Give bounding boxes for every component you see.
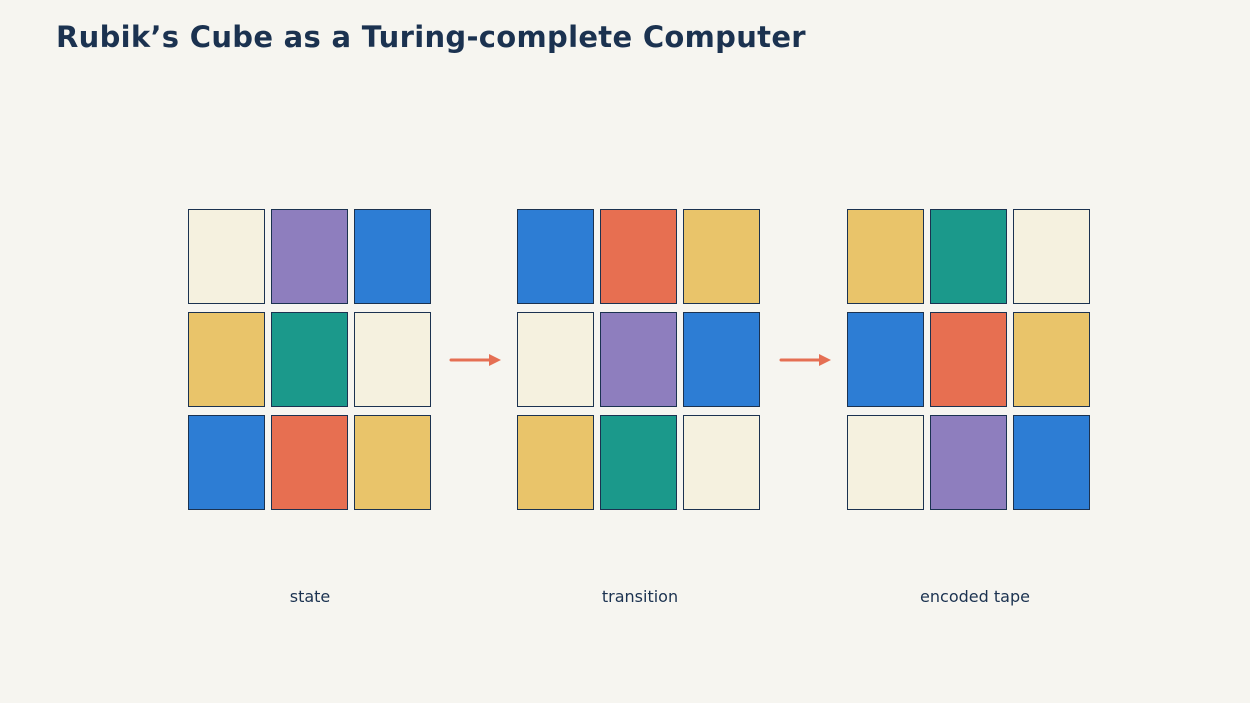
tile-orange [271, 415, 348, 510]
transition-grid [517, 209, 760, 510]
arrow-right-icon [449, 354, 501, 366]
tile-cream [354, 312, 431, 407]
tile-cream [188, 209, 265, 304]
arrow-head [489, 354, 501, 366]
arrow-right-icon [779, 354, 831, 366]
tile-teal [930, 209, 1007, 304]
tile-yellow [683, 209, 760, 304]
tile-orange [600, 209, 677, 304]
tile-teal [271, 312, 348, 407]
tile-purple [600, 312, 677, 407]
tile-blue [517, 209, 594, 304]
state-label: state [289, 587, 331, 606]
tile-purple [271, 209, 348, 304]
tile-yellow [847, 209, 924, 304]
encoded-tape-grid [847, 209, 1090, 510]
tile-teal [600, 415, 677, 510]
tile-cream [517, 312, 594, 407]
tile-blue [683, 312, 760, 407]
tile-cream [683, 415, 760, 510]
tile-blue [1013, 415, 1090, 510]
tile-blue [354, 209, 431, 304]
state-grid [188, 209, 431, 510]
page-title: Rubik’s Cube as a Turing-complete Comput… [56, 20, 806, 54]
tile-yellow [354, 415, 431, 510]
tile-yellow [188, 312, 265, 407]
tile-purple [930, 415, 1007, 510]
tile-yellow [517, 415, 594, 510]
tile-blue [847, 312, 924, 407]
arrow-head [819, 354, 831, 366]
tile-cream [1013, 209, 1090, 304]
tile-yellow [1013, 312, 1090, 407]
tile-cream [847, 415, 924, 510]
tile-blue [188, 415, 265, 510]
transition-label: transition [601, 587, 679, 606]
tile-orange [930, 312, 1007, 407]
encoded-tape-label: encoded tape [920, 587, 1030, 606]
